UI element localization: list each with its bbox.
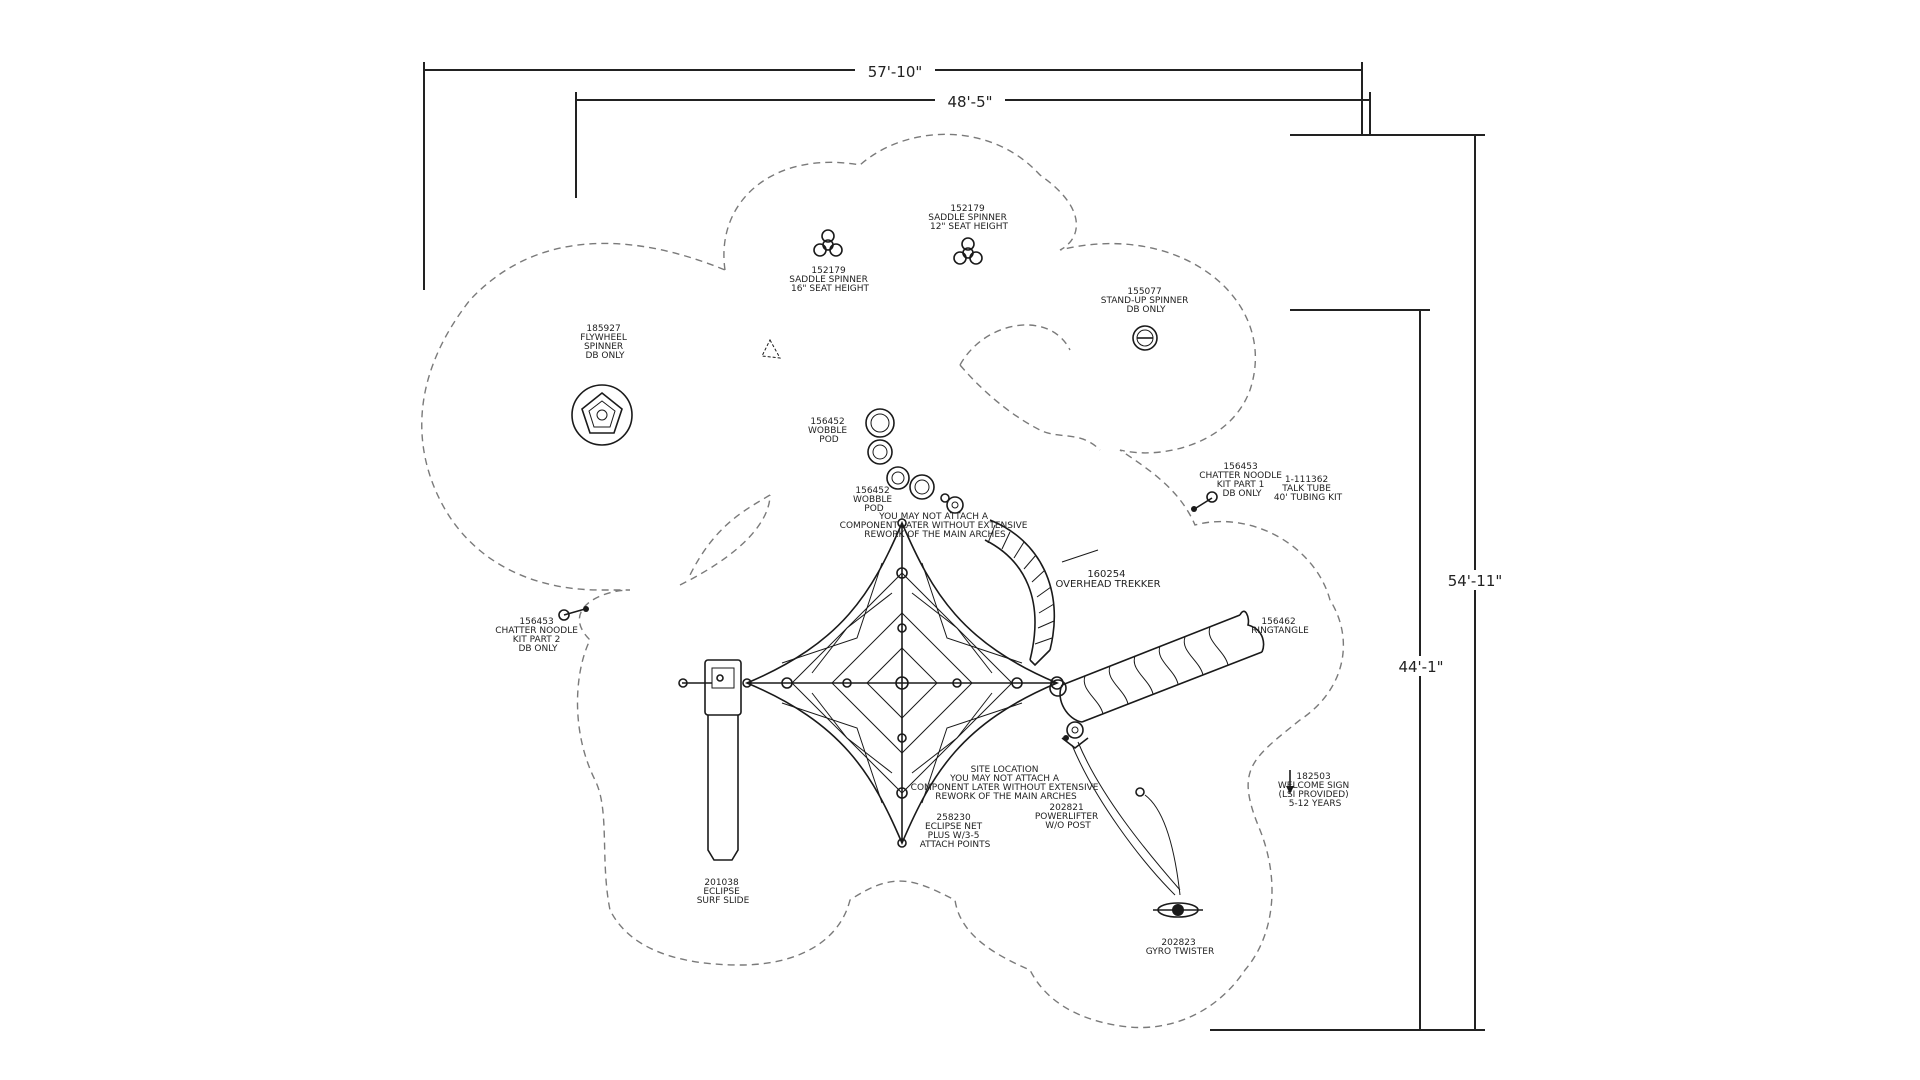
inner-width-label: 48'-5"	[947, 93, 992, 111]
use-zone-boundary	[421, 133, 1345, 1029]
standup-spinner-icon	[1132, 325, 1158, 351]
gyro-twister-icon	[1071, 741, 1203, 918]
wobble-pod-1-icon	[865, 408, 895, 465]
wobble-pod-2-icon	[886, 466, 935, 500]
saddle-spinner-12-label: 152179 SADDLE SPINNER 12" SEAT HEIGHT	[928, 204, 1010, 232]
talk-tube-label: 1-111362 TALK TUBE 40' TUBING KIT	[1274, 475, 1343, 503]
overall-depth-label: 54'-11"	[1448, 572, 1503, 590]
powerlifter-label: 202821 POWERLIFTER W/O POST	[1035, 803, 1101, 831]
chatter-noodle-2-label: 156453 CHATTER NOODLE KIT PART 2 DB ONLY	[495, 617, 581, 654]
wobble-pod-1-label: 156452 WOBBLE POD	[808, 417, 850, 445]
dimension-inner-depth: 44'-1"	[1210, 309, 1452, 1031]
use-zone-lobe-right	[959, 324, 1101, 451]
flywheel-spinner-icon	[571, 384, 633, 446]
eclipse-surf-slide-icon	[678, 659, 742, 861]
welcome-sign-icon	[1286, 770, 1294, 794]
dimension-inner-width: 48'-5"	[575, 90, 1371, 198]
powerlifter-icon	[1061, 721, 1089, 750]
saddle-spinner-12-icon	[953, 237, 983, 265]
chatter-noodle-1-label: 156453 CHATTER NOODLE KIT PART 1 DB ONLY	[1199, 462, 1285, 499]
ringtangle-icon	[1049, 610, 1265, 723]
chatter-noodle-1-icon	[1191, 491, 1218, 512]
arches-note-top-label: YOU MAY NOT ATTACH A COMPONENT LATER WIT…	[840, 512, 1031, 540]
site-location-label: SITE LOCATION YOU MAY NOT ATTACH A COMPO…	[911, 765, 1102, 802]
wobble-pod-2-label: 156452 WOBBLE POD	[853, 486, 895, 514]
eclipse-net-label: 258230 ECLIPSE NET PLUS W/3-5 ATTACH POI…	[920, 813, 991, 850]
overhead-trekker-label: 160254 OVERHEAD TREKKER	[1055, 569, 1160, 590]
saddle-spinner-16-label: 152179 SADDLE SPINNER 16" SEAT HEIGHT	[789, 266, 871, 294]
inner-depth-label: 44'-1"	[1398, 658, 1443, 676]
standup-spinner-label: 155077 STAND-UP SPINNER DB ONLY	[1101, 287, 1192, 315]
overall-width-label: 57'-10"	[868, 63, 923, 81]
overhead-trekker-icon	[940, 493, 1099, 667]
flywheel-spinner-label: 185927 FLYWHEEL SPINNER DB ONLY	[580, 324, 629, 361]
dimension-overall-width: 57'-10"	[423, 60, 1363, 290]
dimension-overall-depth: 54'-11"	[1210, 134, 1512, 1031]
ringtangle-label: 156462 RINGTANGLE	[1251, 617, 1309, 636]
surf-slide-label: 201038 ECLIPSE SURF SLIDE	[697, 878, 750, 906]
saddle-spinner-16-icon	[813, 229, 843, 257]
welcome-sign-label: 182503 WELCOME SIGN (LSI PROVIDED) 5-12 …	[1278, 772, 1352, 809]
gyro-twister-label: 202823 GYRO TWISTER	[1146, 938, 1214, 957]
triangle-marker-icon	[761, 338, 781, 359]
eclipse-net-icon	[742, 518, 1064, 848]
chatter-noodle-2-icon	[558, 606, 589, 621]
